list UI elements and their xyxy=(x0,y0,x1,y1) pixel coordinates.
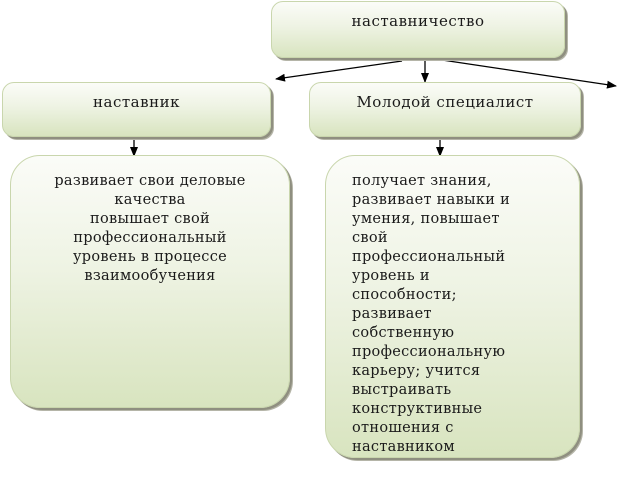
node-mentor: наставник xyxy=(2,82,271,137)
root-node-label: наставничество xyxy=(351,12,485,30)
mentor-description-box: развивает свои деловые качества повышает… xyxy=(10,155,290,408)
young-specialist-description-box: получает знания, развивает навыки и умен… xyxy=(325,155,580,458)
node-young-specialist-label: Молодой специалист xyxy=(356,93,534,111)
arrow-root-to-mentor xyxy=(275,60,403,82)
node-mentor-label: наставник xyxy=(93,93,180,111)
node-young-specialist: Молодой специалист xyxy=(309,82,581,137)
young-specialist-description-text: получает знания, развивает навыки и умен… xyxy=(352,173,511,455)
root-node-mentoring: наставничество xyxy=(271,1,565,58)
mentor-description-text: развивает свои деловые качества повышает… xyxy=(54,173,246,284)
